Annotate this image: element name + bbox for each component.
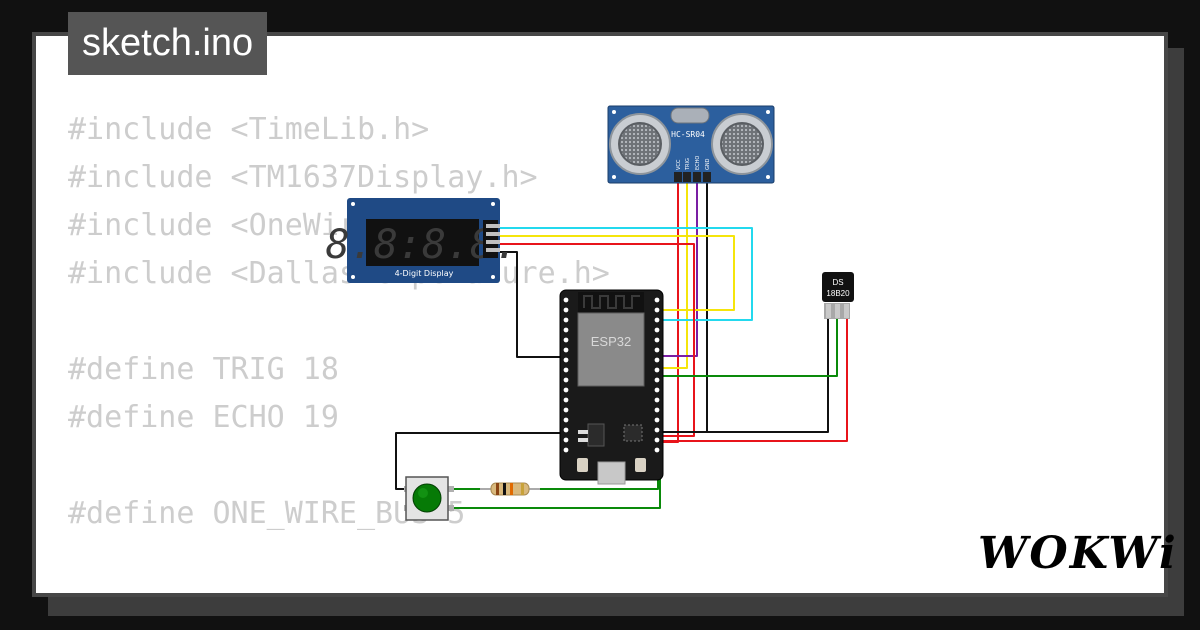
wokwi-logo: WOKWi — [978, 528, 1178, 579]
code-line: #define ONE_WIRE_BUS 5 — [68, 496, 466, 531]
wire-ultrasonic-echo — [660, 178, 698, 357]
wire-display-dio — [500, 235, 735, 311]
code-line: #include <TM1637Display.h> — [68, 160, 538, 195]
wire-display-gnd — [500, 251, 568, 358]
display-label: 4-Digit Display — [395, 269, 454, 278]
seven-segment-display[interactable]: 8.8:8.8. 4-Digit Display — [326, 198, 519, 283]
wire-ultrasonic-trig — [660, 178, 688, 369]
wire-ultrasonic-gnd — [660, 178, 708, 433]
ultrasonic-sensor[interactable]: HC-SR04 VCC TRIG ECHO GND — [607, 105, 775, 184]
esp32-board[interactable]: ESP32 — [559, 289, 664, 485]
code-line: OneWire oneWire(ONE_WIRE_BUS); — [68, 586, 610, 593]
wire-sensor-data — [660, 318, 838, 377]
sensor-label-line1: DS — [832, 278, 843, 287]
file-tab[interactable]: sketch.ino — [68, 12, 268, 75]
wire-sensor-gnd — [660, 318, 829, 433]
wire-button-gnd — [395, 432, 568, 490]
wire-sensor-vcc — [660, 318, 848, 442]
ultrasonic-pin-gnd: GND — [705, 158, 711, 170]
wire-display-vcc — [500, 243, 695, 437]
ultrasonic-label: HC-SR04 — [671, 130, 705, 139]
resistor[interactable] — [480, 482, 540, 496]
ultrasonic-pin-echo: ECHO — [695, 156, 701, 170]
code-line: #define TRIG 18 — [68, 352, 339, 387]
code-line: #define ECHO 19 — [68, 400, 339, 435]
code-line: #include <TimeLib.h> — [68, 112, 430, 147]
wire-display-clk — [500, 227, 753, 321]
ultrasonic-pin-vcc: VCC — [676, 159, 682, 170]
sensor-label-line2: 18B20 — [826, 289, 850, 298]
ultrasonic-pin-trig: TRIG — [685, 158, 691, 171]
esp32-label: ESP32 — [591, 334, 631, 349]
temperature-sensor[interactable]: DS 18B20 — [822, 272, 854, 319]
push-button[interactable] — [404, 476, 454, 521]
